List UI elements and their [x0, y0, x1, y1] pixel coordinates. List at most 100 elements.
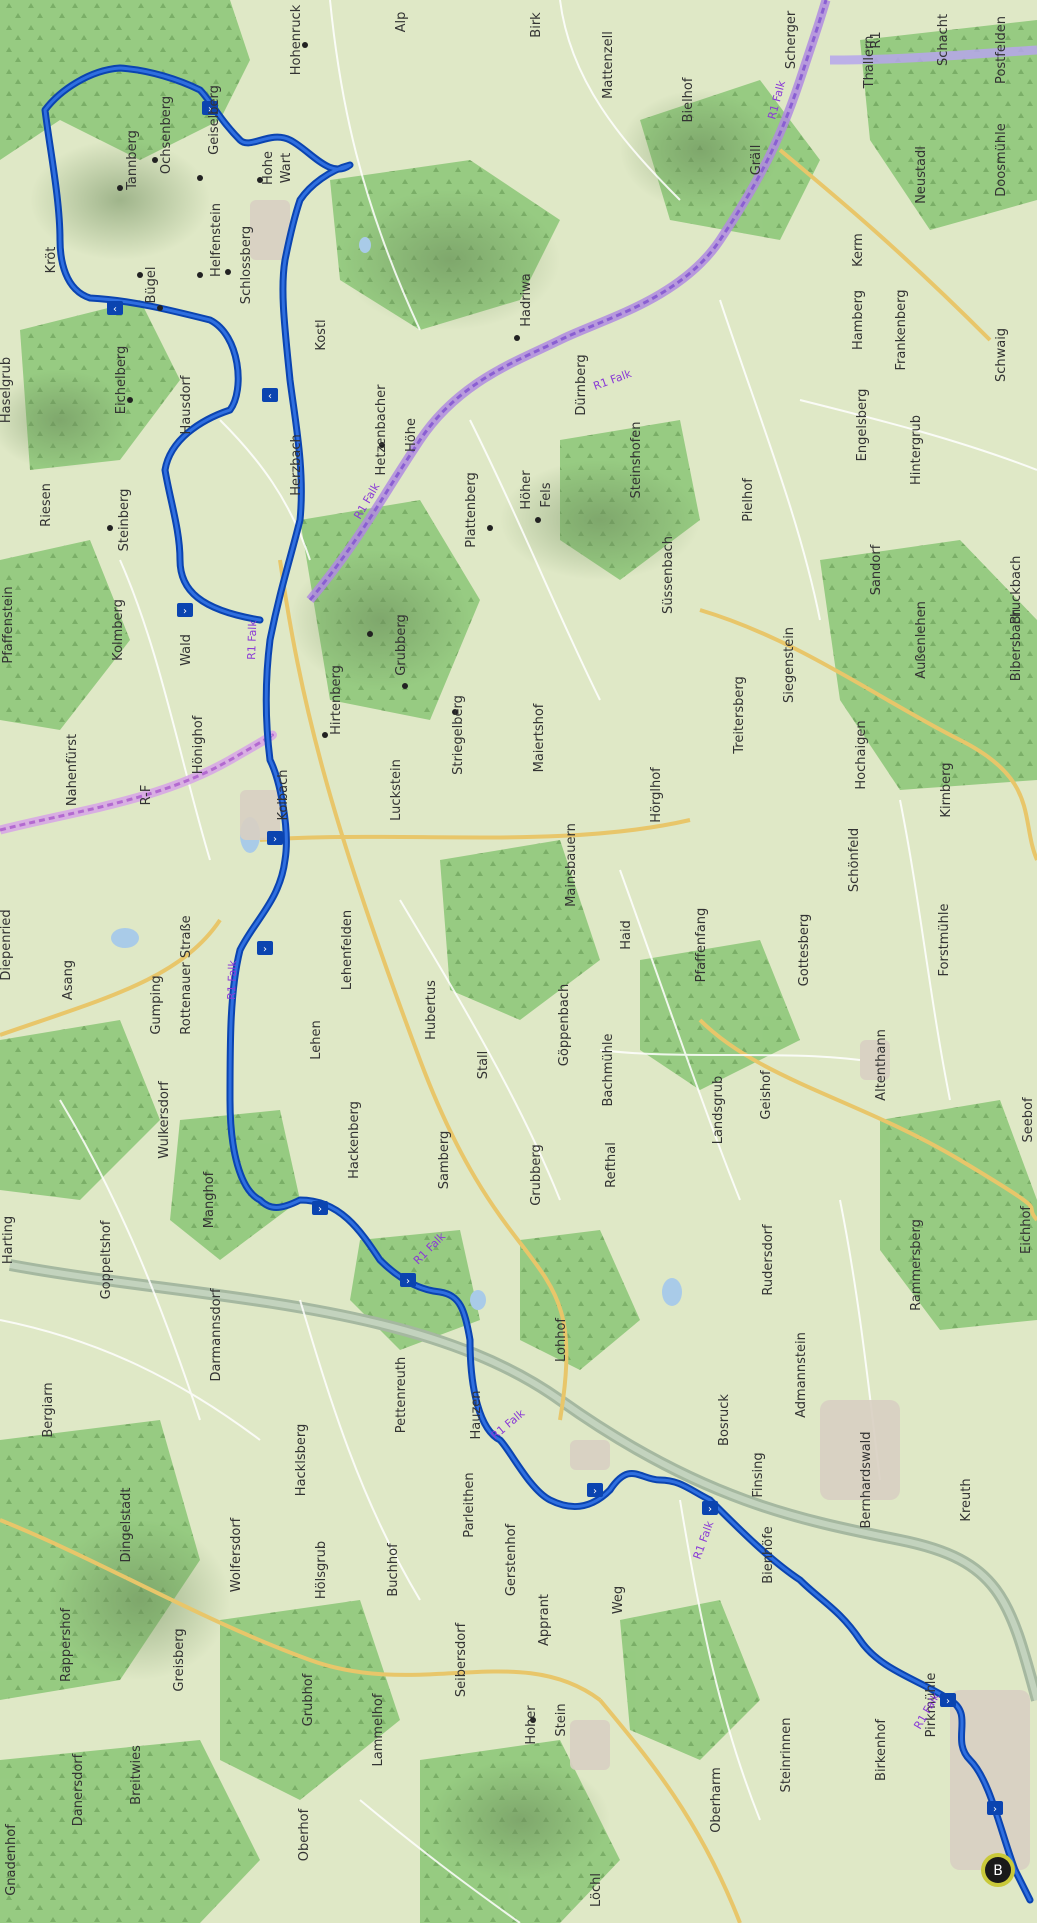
place-label: Diepenried: [0, 909, 14, 980]
place-label: Tannberg: [125, 130, 140, 191]
place-label: Wald: [179, 634, 194, 666]
place-label: Pielhof: [741, 478, 756, 522]
place-label: Treitersberg: [732, 676, 747, 755]
place-label: Kirnberg: [939, 762, 954, 817]
place-label: Scherger: [784, 10, 799, 69]
place-label: Bibersbach: [1009, 609, 1024, 682]
place-label: Kostl: [314, 319, 329, 350]
place-label: Steinberg: [117, 489, 132, 552]
place-label: Landsgrub: [711, 1076, 726, 1145]
place-label: Bienhöfe: [761, 1526, 776, 1584]
place-label: Hörglhof: [649, 767, 664, 823]
place-label: Darmannsdorf: [209, 1288, 224, 1382]
place-label: Lehenfelden: [340, 910, 355, 990]
place-label: Birk: [529, 12, 544, 38]
route-label: R1 Falk: [911, 1690, 942, 1731]
svg-text:›: ›: [273, 834, 277, 845]
place-label: Birkenhof: [874, 1719, 889, 1781]
place-label: R-F: [139, 785, 154, 806]
place-label: Doosmühle: [994, 123, 1009, 196]
destination-marker[interactable]: B: [981, 1853, 1015, 1887]
place-label: Postfelden: [994, 16, 1009, 84]
marker-label: B: [993, 1863, 1003, 1879]
place-label: Rappershof: [59, 1608, 74, 1683]
place-label: Grubberg: [529, 1144, 544, 1206]
place-label: Hölsgrub: [314, 1541, 329, 1599]
hillshade: [0, 90, 780, 1880]
place-label: Lehen: [309, 1020, 324, 1060]
place-label: Plattenberg: [464, 472, 479, 547]
place-label: Lohhof: [554, 1318, 569, 1362]
place-label: Bachmühle: [601, 1033, 616, 1106]
place-label: Eichhof: [1019, 1206, 1034, 1254]
place-label: Seibersdorf: [454, 1622, 469, 1697]
place-label: Hetzenbacher: [374, 384, 389, 476]
route-label: R1 Falk: [691, 1519, 717, 1561]
place-label: Wart: [279, 153, 294, 183]
place-label: Lammelhof: [371, 1693, 386, 1766]
svg-text:›: ›: [946, 1696, 950, 1707]
svg-text:›: ›: [593, 1486, 597, 1497]
place-label: Höher: [519, 470, 534, 510]
place-label: Hochaigen: [854, 720, 869, 789]
place-label: Schacht: [936, 14, 951, 66]
place-label: Striegelberg: [451, 695, 466, 775]
place-label: Hönighof: [191, 715, 206, 774]
place-label: Rammersberg: [909, 1219, 924, 1311]
route-label: R1 Falk: [411, 1229, 449, 1267]
place-label: Pfaffenfang: [694, 908, 709, 983]
place-label: Alp: [394, 12, 409, 33]
place-label: Finsing: [751, 1452, 766, 1497]
svg-text:‹: ‹: [268, 391, 272, 402]
place-label: R1: [869, 31, 884, 48]
place-label: Bruckbach: [1009, 556, 1024, 625]
place-label: Schwaig: [994, 328, 1009, 382]
place-label: Hohe: [261, 151, 276, 185]
svg-text:›: ›: [318, 1204, 322, 1215]
place-label: Sandorf: [869, 544, 884, 595]
route-label: R1 Falk: [592, 367, 634, 393]
place-label: Hohenruck: [289, 4, 304, 75]
route-label: R1 Falk: [489, 1406, 528, 1442]
place-label: Ochsenberg: [159, 96, 174, 174]
place-label: Außenlehen: [914, 601, 929, 679]
place-label: Mainsbauern: [564, 823, 579, 907]
place-label: Samberg: [437, 1131, 452, 1190]
place-label: Engelsberg: [855, 389, 870, 462]
place-label: Buchhof: [386, 1543, 401, 1597]
svg-text:›: ›: [183, 606, 187, 617]
place-label: Dürnberg: [574, 354, 589, 415]
place-label: Hirtenberg: [329, 665, 344, 735]
main-roads: [0, 148, 1037, 1923]
place-label: Admannstein: [794, 1332, 809, 1418]
place-label: Stein: [554, 1703, 569, 1736]
cycle-routes: [0, 0, 1037, 835]
place-label: Bügel: [144, 266, 159, 303]
place-label: Hadriwa: [519, 273, 534, 327]
place-label: Bernhardswald: [859, 1431, 874, 1528]
place-label: Siegenstein: [782, 627, 797, 703]
place-label: Weg: [611, 1586, 626, 1614]
place-label: Rottenauer Straße: [179, 915, 194, 1034]
place-label: Helfenstein: [209, 203, 224, 277]
place-label: Frankenberg: [894, 289, 909, 370]
route-labels: R1 Falk R1 Falk R1 Falk R1 Falk R1 Falk …: [225, 79, 943, 1732]
place-label: Hamberg: [851, 290, 866, 350]
place-label: Schlossberg: [239, 226, 254, 304]
svg-text:›: ›: [993, 1804, 997, 1815]
peak-markers: [107, 42, 541, 1723]
place-label: Haselgrub: [0, 357, 14, 423]
place-label: Pettenreuth: [394, 1357, 409, 1433]
svg-text:›: ›: [208, 104, 212, 115]
place-label: Göppenbach: [557, 984, 572, 1066]
place-label: Thallern: [862, 36, 877, 90]
place-label: Hausdorf: [179, 375, 194, 434]
place-label: Gnadenhof: [4, 1824, 19, 1896]
place-label: Steinrinnen: [779, 1718, 794, 1793]
place-label: Forstmühle: [937, 904, 952, 977]
route-label: R1 Falk: [765, 79, 788, 121]
route-label: R1 Falk: [225, 959, 239, 1000]
place-label: Fels: [539, 482, 554, 507]
